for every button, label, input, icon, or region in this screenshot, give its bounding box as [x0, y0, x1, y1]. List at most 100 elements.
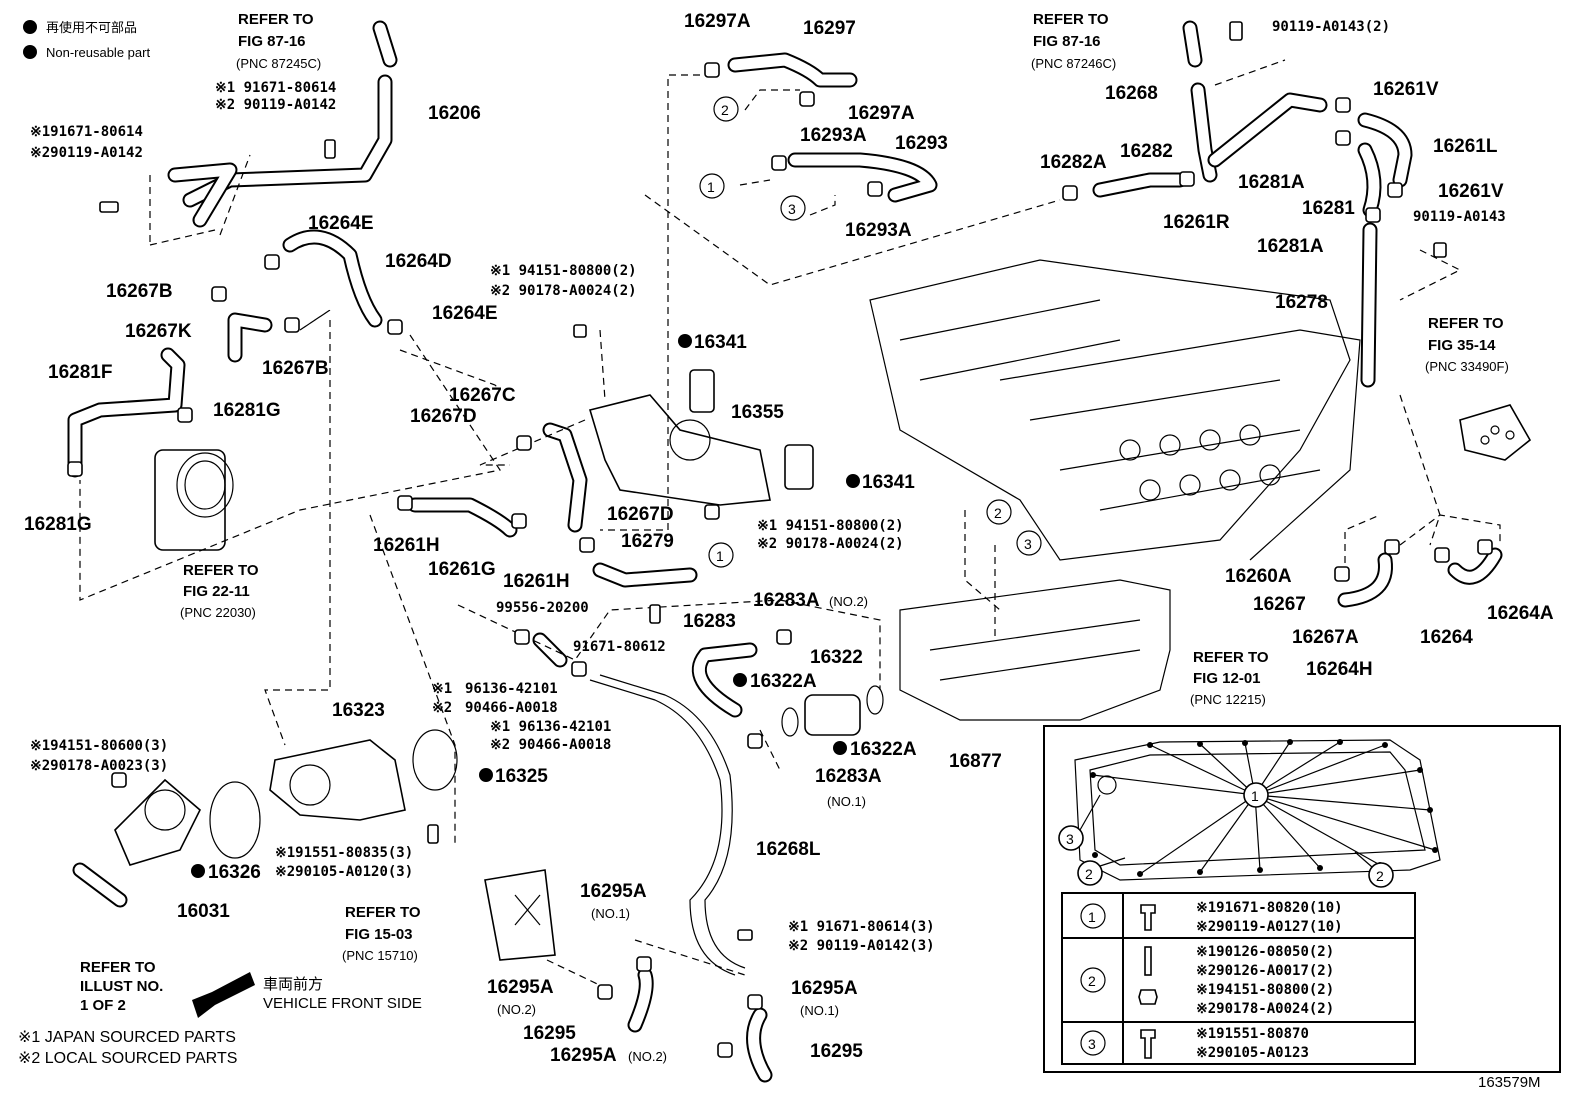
- inset-callout-2: [1077, 860, 1103, 886]
- bolt-label[interactable]: ※1 96136-42101: [490, 719, 611, 735]
- bolt-label[interactable]: ※2: [432, 700, 452, 716]
- part-label-16264E[interactable]: 16264E: [308, 213, 374, 234]
- part-label-16031[interactable]: 16031: [177, 901, 230, 922]
- callout-number: 1: [716, 548, 724, 564]
- part-label-16260A[interactable]: 16260A: [1225, 566, 1292, 587]
- part-label-99556-20200[interactable]: 99556-20200: [496, 600, 589, 616]
- part-label-90119-A0143[interactable]: 90119-A0143: [1413, 209, 1506, 225]
- bolt-label[interactable]: ※2 90119-A0142: [215, 97, 336, 113]
- part-label-16341[interactable]: 16341: [694, 332, 747, 353]
- part-label-16281[interactable]: 16281: [1302, 198, 1355, 219]
- bolt-label[interactable]: 90466-A0018: [465, 700, 558, 716]
- part-label-16281F[interactable]: 16281F: [48, 362, 112, 383]
- ref-fig12-01[interactable]: REFER TO FIG 12-01 (PNC 12215): [1190, 649, 1269, 707]
- part-label-16267K[interactable]: 16267K: [125, 321, 192, 342]
- part-label-16293[interactable]: 16293: [895, 133, 948, 154]
- bolt-label[interactable]: ※290119-A0142: [30, 145, 143, 161]
- bolt-label[interactable]: ※1 91671-80614: [215, 80, 336, 96]
- part-label-16281A[interactable]: 16281A: [1238, 172, 1305, 193]
- part-label-16267D[interactable]: 16267D: [410, 406, 477, 427]
- part-label-16293A[interactable]: 16293A: [800, 125, 867, 146]
- part-label-16261H[interactable]: 16261H: [373, 535, 440, 556]
- part-label-16268[interactable]: 16268: [1105, 83, 1158, 104]
- bolt-label[interactable]: ※1: [432, 681, 452, 697]
- part-label-16877[interactable]: 16877: [949, 751, 1002, 772]
- part-label-16293A[interactable]: 16293A: [845, 220, 912, 241]
- ref-illust-1of2[interactable]: REFER TO ILLUST NO. 1 OF 2: [80, 959, 163, 1014]
- part-label-16326[interactable]: 16326: [208, 862, 261, 883]
- part-label-16261H[interactable]: 16261H: [503, 571, 570, 592]
- oil-filter-bracket: [1459, 404, 1532, 461]
- bolt-label[interactable]: ※2 90466-A0018: [490, 737, 611, 753]
- part-label-16264D[interactable]: 16264D: [385, 251, 452, 272]
- part-label-16295A[interactable]: 16295A: [550, 1045, 617, 1066]
- part-label-16282[interactable]: 16282: [1120, 141, 1173, 162]
- part-label-16322A[interactable]: 16322A: [750, 671, 817, 692]
- part-label-16322A[interactable]: 16322A: [850, 739, 917, 760]
- bolt-label[interactable]: ※290178-A0023(3): [30, 758, 168, 774]
- part-label-16341[interactable]: 16341: [862, 472, 915, 493]
- part-label-16281A[interactable]: 16281A: [1257, 236, 1324, 257]
- bolt-label[interactable]: ※290105-A0120(3): [275, 864, 413, 880]
- part-label-16325[interactable]: 16325: [495, 766, 548, 787]
- part-label-16297A[interactable]: 16297A: [848, 103, 915, 124]
- part-label-16268L[interactable]: 16268L: [756, 839, 821, 860]
- part-label-16261L[interactable]: 16261L: [1433, 136, 1498, 157]
- part-label-16295A[interactable]: 16295A: [580, 881, 647, 902]
- bolt-label[interactable]: ※194151-80600(3): [30, 738, 168, 754]
- part-label-16295[interactable]: 16295: [523, 1023, 576, 1044]
- ref-fig35-14[interactable]: REFER TO FIG 35-14 (PNC 33490F): [1425, 315, 1509, 374]
- bolt-label[interactable]: ※2 90178-A0024(2): [490, 283, 637, 299]
- table-cell: ※290105-A0123: [1196, 1045, 1309, 1061]
- part-label-90119-A0143[interactable]: 90119-A0143(2): [1272, 19, 1390, 35]
- part-label-16282A[interactable]: 16282A: [1040, 152, 1107, 173]
- part-label-16267D[interactable]: 16267D: [607, 504, 674, 525]
- part-label-16295A[interactable]: 16295A: [487, 977, 554, 998]
- bolt-label[interactable]: ※191551-80835(3): [275, 845, 413, 861]
- part-label-16283[interactable]: 16283: [683, 611, 736, 632]
- part-sublabel: (NO.2): [628, 1049, 667, 1064]
- bolt-label[interactable]: ※191671-80614: [30, 124, 143, 140]
- part-label-16261G[interactable]: 16261G: [428, 559, 496, 580]
- ref-fig87-16-right[interactable]: REFER TO FIG 87-16 (PNC 87246C): [1031, 11, 1116, 71]
- part-label-16261V[interactable]: 16261V: [1373, 79, 1439, 100]
- nonreusable-dot-icon: [479, 768, 493, 782]
- part-label-16297[interactable]: 16297: [803, 18, 856, 39]
- part-label-91671-80612[interactable]: 91671-80612: [573, 639, 666, 655]
- part-label-16261R[interactable]: 16261R: [1163, 212, 1230, 233]
- bolt-labels[interactable]: ※1 91671-80614 ※2 90119-A0142 ※191671-80…: [30, 80, 935, 954]
- ref-fig87-16-left[interactable]: REFER TO FIG 87-16 (PNC 87245C): [236, 11, 321, 71]
- part-label-16281G[interactable]: 16281G: [213, 400, 281, 421]
- bolt-label[interactable]: ※2 90119-A0142(3): [788, 938, 935, 954]
- part-label-16267A[interactable]: 16267A: [1292, 627, 1359, 648]
- part-label-16278[interactable]: 16278: [1275, 292, 1328, 313]
- part-label-16297A[interactable]: 16297A: [684, 11, 751, 32]
- part-label-16322[interactable]: 16322: [810, 647, 863, 668]
- part-label-16355[interactable]: 16355: [731, 402, 784, 423]
- ref-fig15-03[interactable]: REFER TO FIG 15-03 (PNC 15710): [342, 904, 421, 963]
- part-label-16264A[interactable]: 16264A: [1487, 603, 1554, 624]
- part-label-16295[interactable]: 16295: [810, 1041, 863, 1062]
- bolt-label[interactable]: ※1 91671-80614(3): [788, 919, 935, 935]
- part-label-16206[interactable]: 16206: [428, 103, 481, 124]
- part-label-16283A[interactable]: 16283A: [753, 590, 820, 611]
- part-labels[interactable]: 16206 16297A 16297 16297A 16293A 16293 1…: [24, 11, 1554, 1066]
- bolt-label[interactable]: 96136-42101: [465, 681, 558, 697]
- bolt-label[interactable]: ※1 94151-80800(2): [490, 263, 637, 279]
- part-label-16283A[interactable]: 16283A: [815, 766, 882, 787]
- part-label-16264H[interactable]: 16264H: [1306, 659, 1373, 680]
- part-label-16295A[interactable]: 16295A: [791, 978, 858, 999]
- part-label-16264[interactable]: 16264: [1420, 627, 1473, 648]
- part-label-16267C[interactable]: 16267C: [449, 385, 516, 406]
- part-label-16261V[interactable]: 16261V: [1438, 181, 1504, 202]
- part-label-16279[interactable]: 16279: [621, 531, 674, 552]
- bolt-label[interactable]: ※2 90178-A0024(2): [757, 536, 904, 552]
- part-label-16281G[interactable]: 16281G: [24, 514, 92, 535]
- part-label-16323[interactable]: 16323: [332, 700, 385, 721]
- part-label-16267[interactable]: 16267: [1253, 594, 1306, 615]
- bolt-label[interactable]: ※1 94151-80800(2): [757, 518, 904, 534]
- part-label-16267B[interactable]: 16267B: [106, 281, 173, 302]
- part-label-16264E[interactable]: 16264E: [432, 303, 498, 324]
- ref-fig22-11[interactable]: REFER TO FIG 22-11 (PNC 22030): [180, 562, 259, 620]
- part-label-16267B[interactable]: 16267B: [262, 358, 329, 379]
